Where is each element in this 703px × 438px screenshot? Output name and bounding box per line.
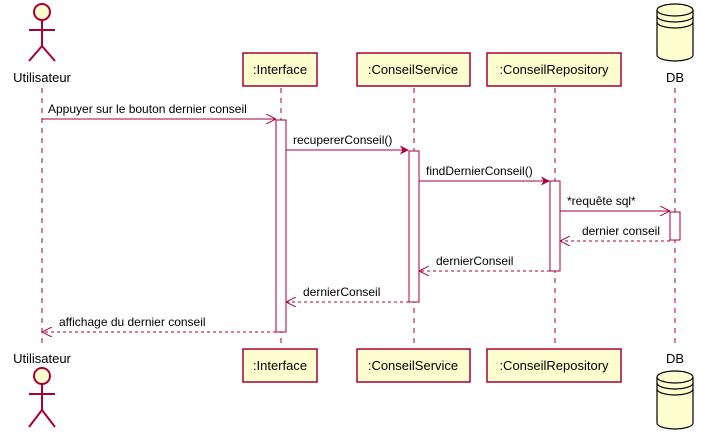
message-label-5: dernier conseil [582,224,660,238]
message-label-3: findDernierConseil() [426,164,533,178]
message-label-2: recupererConseil() [293,133,392,147]
message-label-1: Appuyer sur le bouton dernier conseil [48,102,247,116]
participants-top: Utilisateur :Interface :ConseilService :… [13,3,694,87]
activation-db [669,211,681,241]
participant-label-conseil-service-bottom: :ConseilService [368,358,458,373]
database-label-bottom: DB [666,351,684,366]
participant-box-interface-top [242,52,318,87]
message-label-7: dernierConseil [303,285,380,299]
message-label-6: dernierConseil [436,254,513,268]
participant-label-conseil-service-top: :ConseilService [368,62,458,77]
database-icon [656,370,694,430]
activation-conseil-repository [549,180,561,272]
activation-interface [275,119,287,333]
participant-label-interface-bottom: :Interface [253,358,307,373]
database-label-top: DB [666,70,684,85]
message-label-8: affichage du dernier conseil [59,315,206,329]
lifelines [41,88,676,346]
activations [275,119,681,333]
participants-bottom: Utilisateur :Interface :ConseilService :… [13,348,694,430]
participant-label-interface-top: :Interface [253,62,307,77]
actor-label-bottom: Utilisateur [13,351,71,366]
participant-box-conseil-repository-top [486,52,622,87]
participant-label-conseil-repository-bottom: :ConseilRepository [499,358,609,373]
messages: Appuyer sur le bouton dernier conseil re… [42,102,670,332]
participant-box-interface-bottom [242,348,318,383]
participant-label-conseil-repository-top: :ConseilRepository [499,62,609,77]
activation-conseil-service [408,150,420,303]
participant-box-conseil-service-bottom [356,348,471,383]
message-label-4: *requête sql* [567,194,636,208]
actor-label-top: Utilisateur [13,70,71,85]
participant-box-conseil-repository-bottom [486,348,622,383]
participant-box-conseil-service-top [356,52,471,87]
actor-icon [28,367,56,428]
database-icon [656,3,694,62]
actor-icon [28,3,56,62]
